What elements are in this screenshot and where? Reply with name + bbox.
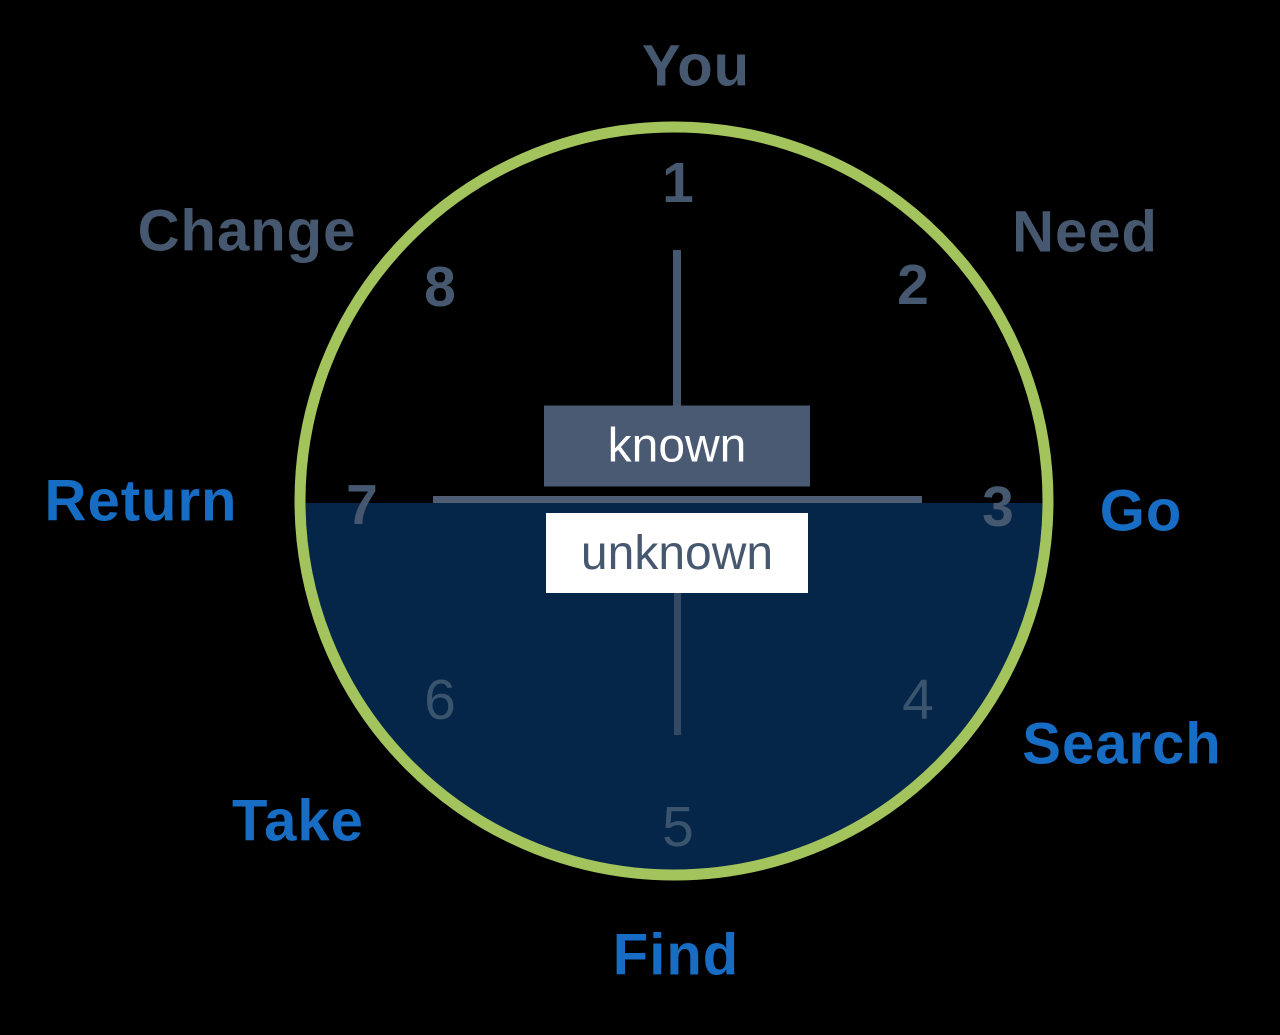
- stage-label-change: Change: [137, 198, 357, 264]
- stage-label-take: Take: [232, 788, 364, 854]
- stage-number-1: 1: [662, 151, 694, 215]
- unknown-label-box: unknown: [546, 513, 808, 593]
- stage-number-5: 5: [662, 795, 694, 859]
- axis-vertical-top: [673, 250, 681, 407]
- known-label-box: known: [544, 405, 810, 487]
- stage-number-4: 4: [902, 668, 934, 732]
- stage-label-you: You: [641, 33, 751, 99]
- known-label: known: [607, 419, 747, 473]
- axis-vertical-bottom: [674, 592, 681, 735]
- stage-number-8: 8: [424, 255, 456, 319]
- axis-horizontal-divider: [433, 496, 922, 503]
- stage-label-go: Go: [1099, 478, 1183, 544]
- stage-label-search: Search: [1022, 711, 1222, 777]
- stage-label-find: Find: [612, 922, 740, 988]
- stage-number-7: 7: [346, 473, 378, 537]
- stage-number-3: 3: [982, 475, 1014, 539]
- stage-number-2: 2: [897, 253, 929, 317]
- stage-number-6: 6: [424, 668, 456, 732]
- unknown-label: unknown: [580, 526, 774, 580]
- stage-label-return: Return: [44, 468, 238, 534]
- story-circle-outline: [294, 121, 1054, 881]
- stage-label-need: Need: [1012, 199, 1158, 265]
